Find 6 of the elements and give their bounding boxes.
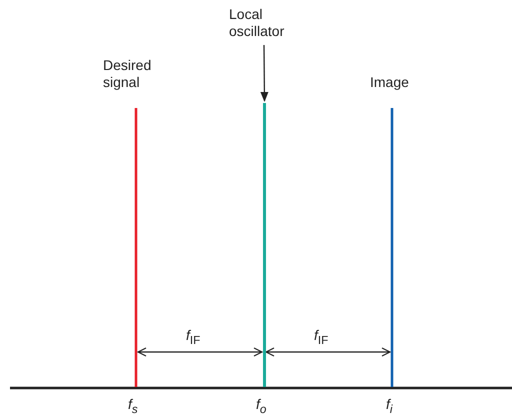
line-label: Local oscillator xyxy=(229,6,299,40)
axis-label: f$_{o}$ xyxy=(256,396,266,415)
axis-label: f$_{s}$ xyxy=(128,396,138,415)
axis-label: f$_{i}$ xyxy=(386,396,392,415)
oscillator-line xyxy=(263,103,266,387)
arrow xyxy=(260,45,268,102)
